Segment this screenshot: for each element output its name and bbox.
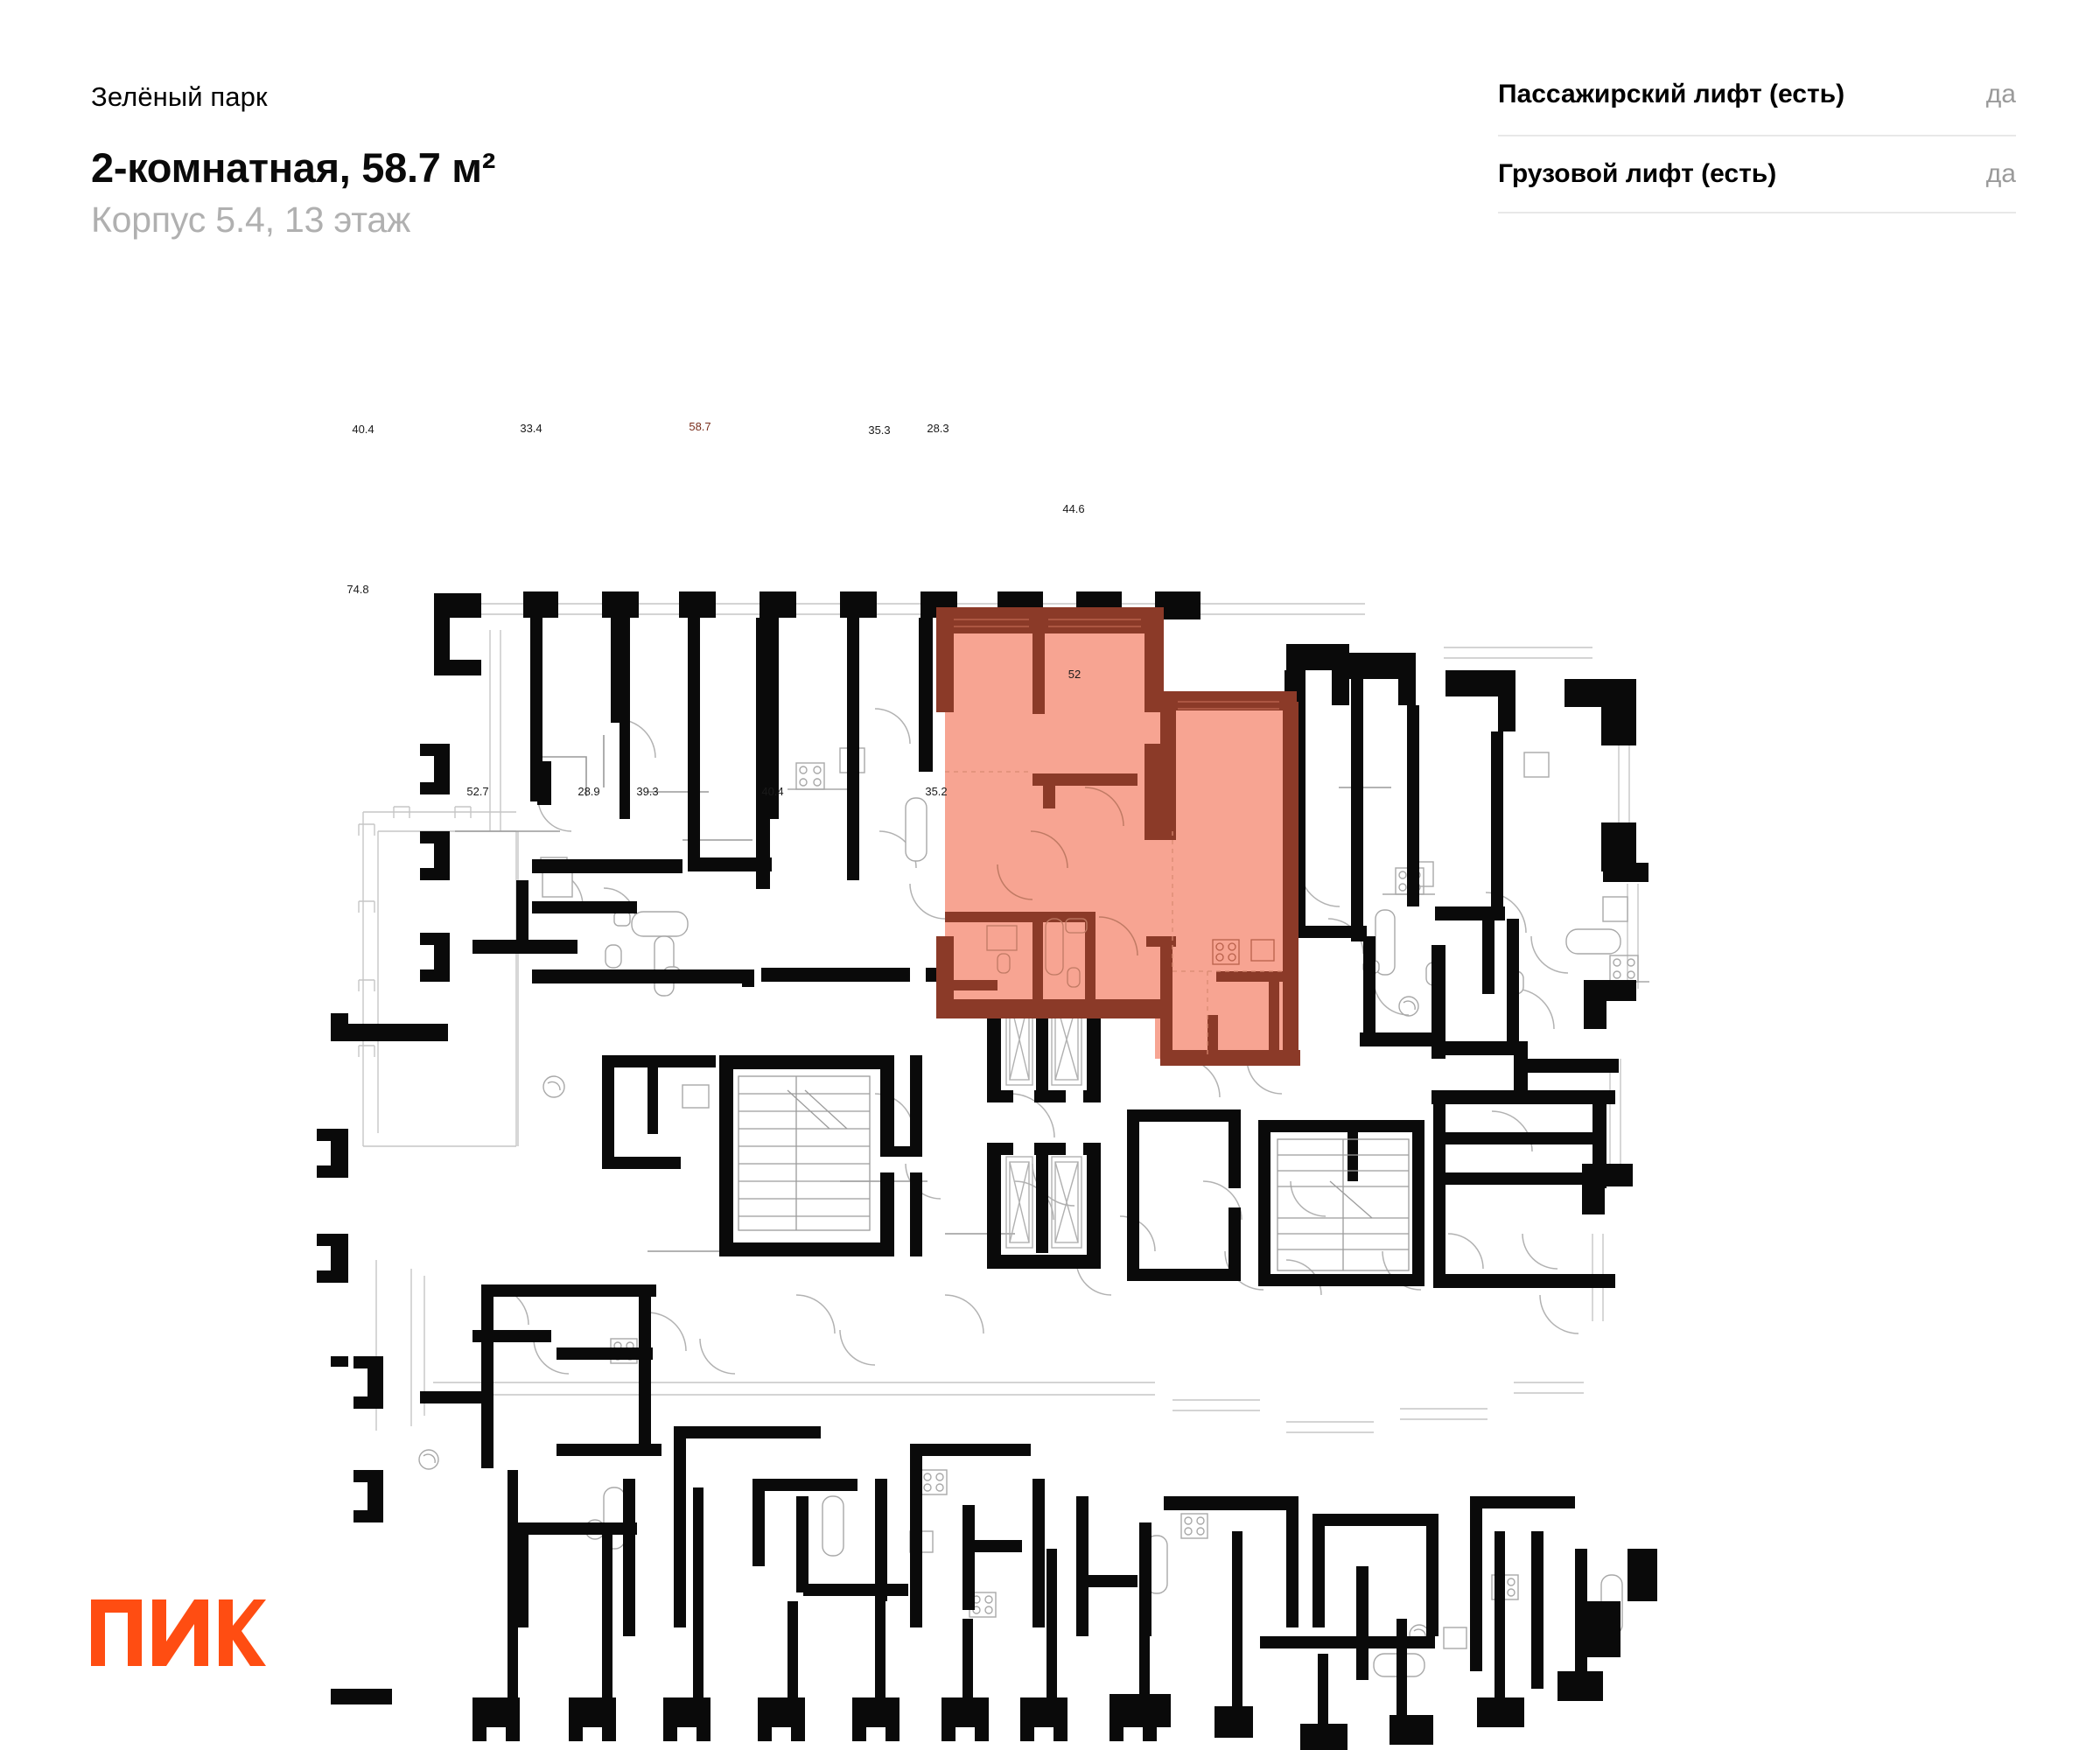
staircase-steps	[738, 1075, 1410, 1271]
page-header: Зелёный парк 2-комнатная, 58.7 м² Корпус…	[0, 0, 2100, 298]
project-name: Зелёный парк	[91, 81, 268, 112]
pik-logo	[91, 1600, 266, 1666]
spec-row-passenger-lift: Пассажирский лифт (есть) да	[1498, 54, 2016, 136]
interior-partitions	[455, 735, 1391, 1252]
apartment-bath-fixtures	[986, 918, 1088, 988]
area-label: 44.6	[1062, 502, 1084, 515]
apartment-glazing	[954, 619, 1279, 710]
spec-label: Грузовой лифт (есть)	[1498, 159, 1777, 188]
area-label: 39.3	[636, 785, 658, 798]
pik-logo-mark	[91, 1600, 266, 1666]
elevator-shafts	[1005, 993, 1082, 1249]
area-label: 28.3	[927, 422, 948, 435]
spec-value: да	[1985, 159, 2016, 188]
spec-label: Пассажирский лифт (есть)	[1498, 80, 1845, 108]
page-title: 2-комнатная, 58.7 м²	[91, 144, 496, 192]
area-label-highlighted: 58.7	[689, 420, 710, 433]
area-label: 40.4	[761, 785, 783, 798]
door-swing-arcs	[489, 708, 1579, 1375]
area-label: 52.7	[466, 785, 488, 798]
area-label: 74.8	[346, 583, 368, 596]
fixture-icons	[418, 747, 1649, 1677]
apartment-fill	[945, 618, 1295, 1059]
area-label: 35.2	[925, 785, 947, 798]
area-label: 35.3	[868, 424, 890, 437]
area-label: 40.4	[352, 423, 374, 436]
area-label: 52	[1068, 668, 1081, 681]
structural-walls	[317, 592, 1657, 1750]
apartment-zone-hints	[945, 771, 1283, 1059]
spec-row-freight-lift: Грузовой лифт (есть) да	[1498, 136, 2016, 214]
highlighted-apartment	[936, 607, 1300, 1066]
apartment-stove-icon	[1212, 939, 1275, 965]
thin-construction-lines	[358, 603, 1639, 1433]
apartment-door-arcs	[997, 787, 1138, 956]
area-label: 33.4	[520, 422, 542, 435]
area-label: 28.9	[578, 785, 599, 798]
building-floor-subtitle: Корпус 5.4, 13 этаж	[91, 200, 411, 241]
area-labels: 40.4 33.4 58.7 35.3 28.3 44.6 74.8 52 52…	[346, 420, 1084, 798]
spec-table: Пассажирский лифт (есть) да Грузовой лиф…	[1498, 54, 2016, 214]
apartment-walls	[936, 607, 1300, 1066]
title-block: Зелёный парк 2-комнатная, 58.7 м² Корпус…	[91, 80, 495, 241]
spec-value: да	[1985, 80, 2016, 108]
